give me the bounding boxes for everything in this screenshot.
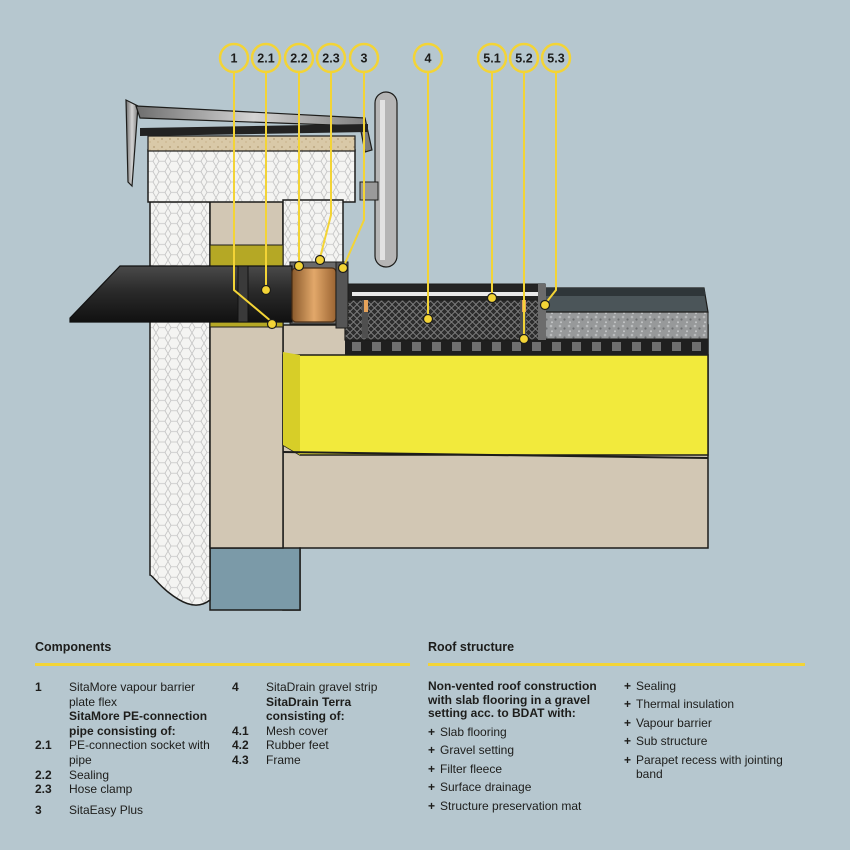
- callout-label-2-2: 2.2: [290, 52, 307, 66]
- component-item: 2.1 PE-connection socket with pipe: [35, 738, 215, 767]
- component-item: 1 SitaMore vapour barrier plate flex: [35, 680, 215, 709]
- callout-label-2-1: 2.1: [257, 52, 274, 66]
- callout-circle-3: [348, 42, 380, 74]
- component-text: SitaEasy Plus: [69, 802, 144, 817]
- list-item: +Vapour barrier: [624, 715, 712, 730]
- callout-label-4: 4: [425, 52, 432, 66]
- components-section: Components: [35, 640, 410, 666]
- component-item: 2.3 Hose clamp: [35, 782, 215, 797]
- callout-circle-2-2: [283, 42, 315, 74]
- roof-structure-list-1: +Slab flooring +Gravel setting +Filter f…: [428, 725, 613, 817]
- component-group-heading: SitaDrain Terra consisting of:: [232, 695, 410, 724]
- list-item: +Parapet recess with jointing band: [624, 752, 783, 781]
- roof-structure-heading: Roof structure: [428, 640, 515, 654]
- callout-circle-1: [218, 42, 250, 74]
- callout-label-1: 1: [231, 52, 238, 66]
- component-item: 3 SitaEasy Plus: [35, 803, 215, 818]
- list-item: +Thermal insulation: [624, 697, 735, 712]
- component-item: 4 SitaDrain gravel strip: [232, 680, 410, 695]
- roof-structure-intro: Non-vented roof construction with slab f…: [428, 679, 597, 721]
- component-text: SitaDrain Terra consisting of:: [266, 694, 352, 724]
- component-number: 1: [35, 680, 42, 694]
- components-column-1: 1 SitaMore vapour barrier plate flex Sit…: [35, 680, 215, 817]
- roof-structure-section: Roof structure: [428, 640, 805, 666]
- component-text: Sealing: [69, 767, 110, 782]
- callout-circle-5-3: [540, 42, 572, 74]
- list-item: +Gravel setting: [428, 743, 515, 758]
- component-text: SitaMore PE-connection pipe consisting o…: [69, 709, 208, 738]
- component-number: 2.3: [35, 782, 52, 797]
- components-heading: Components: [35, 640, 112, 654]
- callout-circle-5-1: [476, 42, 508, 74]
- list-item: +Slab flooring: [428, 725, 507, 739]
- list-item: +Sealing: [624, 679, 677, 693]
- callout-label-3: 3: [361, 52, 368, 66]
- component-text: SitaDrain gravel strip: [266, 680, 378, 694]
- component-number: 4: [232, 680, 239, 694]
- list-item: +Structure preservation mat: [428, 798, 582, 813]
- component-item: 2.2 Sealing: [35, 768, 215, 783]
- component-number: 2.1: [35, 738, 52, 753]
- component-number: 4.3: [232, 752, 249, 767]
- callout-label-2-3: 2.3: [322, 52, 339, 66]
- component-text: SitaMore vapour barrier plate flex: [69, 680, 196, 709]
- component-number: 4.2: [232, 738, 249, 753]
- roof-drain-cross-section-diagram: 1 2.1 2.2 2.3 3 4 5.1 5.2 5.3: [69, 42, 709, 611]
- component-text: Mesh cover: [266, 723, 329, 738]
- component-text: Hose clamp: [69, 782, 133, 797]
- components-divider: [35, 663, 410, 666]
- list-item: +Filter fleece: [428, 761, 503, 776]
- list-item: +Sub structure: [624, 734, 708, 749]
- callout-circle-4: [412, 42, 444, 74]
- callout-label-5-3: 5.3: [547, 52, 564, 66]
- callout-circle-2-1: [250, 42, 282, 74]
- component-group-heading: SitaMore PE-connection pipe consisting o…: [35, 709, 215, 738]
- component-item: 4.2 Rubber feet: [232, 738, 410, 753]
- component-text: Rubber feet: [266, 738, 329, 753]
- components-column-2: 4 SitaDrain gravel strip SitaDrain Terra…: [232, 680, 410, 768]
- callout-label-5-1: 5.1: [483, 52, 500, 66]
- component-item: 4.3 Frame: [232, 753, 410, 768]
- component-text: PE-connection socket with pipe: [69, 738, 210, 767]
- callout-label-5-2: 5.2: [515, 52, 532, 66]
- component-text: Frame: [266, 752, 301, 767]
- component-item: 4.1 Mesh cover: [232, 724, 410, 739]
- callout-circle-5-2: [508, 42, 540, 74]
- component-number: 4.1: [232, 723, 249, 738]
- component-number: 2.2: [35, 767, 52, 782]
- roof-structure-list-2: +Sealing +Thermal insulation +Vapour bar…: [624, 679, 804, 785]
- list-item: +Surface drainage: [428, 780, 532, 795]
- roof-structure-divider: [428, 663, 805, 666]
- callout-circle-2-3: [315, 42, 347, 74]
- component-number: 3: [35, 802, 42, 817]
